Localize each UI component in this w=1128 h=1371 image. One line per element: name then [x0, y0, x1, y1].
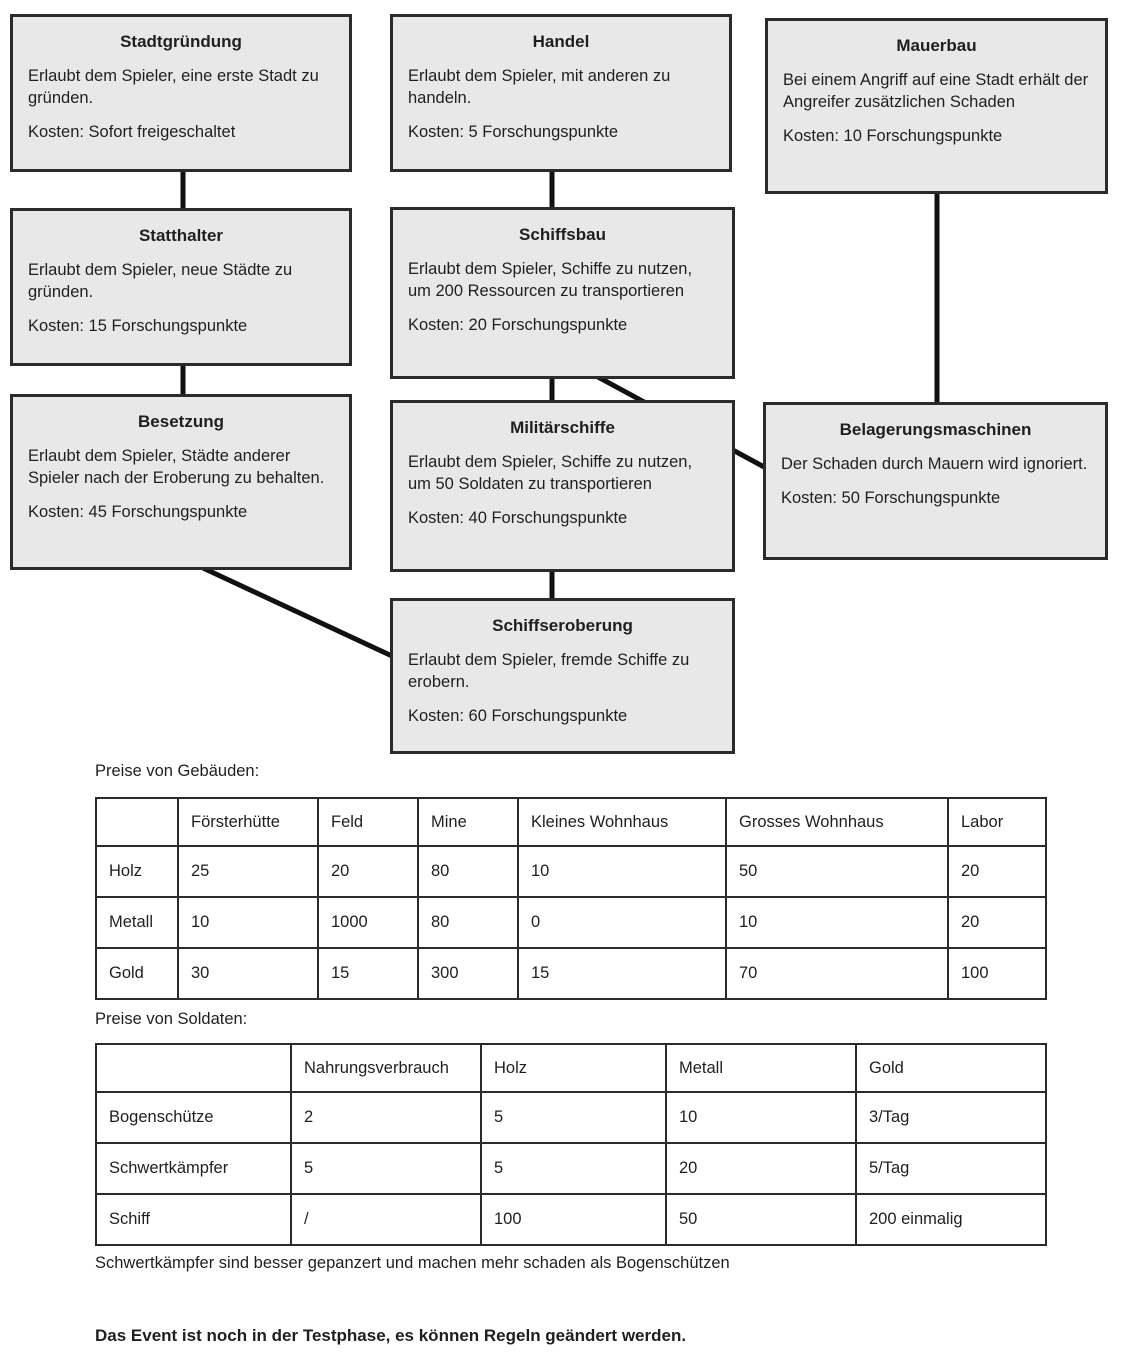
table-cell: 50 [725, 845, 949, 898]
node-cost: Kosten: 60 Forschungspunkte [408, 707, 628, 726]
table-cell: 20 [947, 845, 1047, 898]
column-header [95, 1043, 292, 1093]
node-cost: Kosten: 40 Forschungspunkte [408, 509, 628, 528]
node-description: Erlaubt dem Spieler, Schiffe zu nutzen, … [408, 453, 693, 494]
node-cost: Kosten: 5 Forschungspunkte [408, 123, 619, 142]
node-description: Erlaubt dem Spieler, eine erste Stadt zu… [28, 67, 319, 108]
node-description: Erlaubt dem Spieler, Städte anderer Spie… [28, 447, 325, 488]
table-cell: 3/Tag [855, 1091, 1047, 1144]
node-title: Mauerbau [896, 36, 977, 55]
node-title: Schiffseroberung [492, 616, 633, 635]
node-title: Schiffsbau [519, 225, 606, 244]
node-title: Handel [532, 32, 590, 51]
table-cell: 5 [480, 1142, 667, 1195]
node-title: Statthalter [138, 226, 224, 245]
node-description: Erlaubt dem Spieler, Schiffe zu nutzen, … [408, 260, 693, 301]
node-title: Militärschiffe [510, 418, 615, 437]
node-description: Erlaubt dem Spieler, fremde Schiffe zu e… [408, 651, 690, 692]
node-title: Belagerungsmaschinen [839, 420, 1032, 439]
node-description: Erlaubt dem Spieler, mit anderen zu hand… [408, 67, 671, 108]
column-header [95, 797, 179, 847]
node-cost: Kosten: 10 Forschungspunkte [783, 127, 1003, 146]
table-cell: 10 [665, 1091, 857, 1144]
table-cell: 80 [417, 896, 519, 949]
column-header: Kleines Wohnhaus [517, 797, 727, 847]
column-header: Gold [855, 1043, 1047, 1093]
edge-besetzung-to-schiffseroberung [201, 565, 394, 659]
table-cell: 10 [177, 896, 319, 949]
column-header: Mine [417, 797, 519, 847]
table-cell: 80 [417, 845, 519, 898]
node-title: Besetzung [138, 412, 224, 431]
table-cell: 2 [290, 1091, 482, 1144]
table-cell: 0 [517, 896, 727, 949]
row-label: Metall [95, 896, 179, 949]
table-cell: 100 [947, 947, 1047, 1000]
table-cell: 20 [665, 1142, 857, 1195]
table-cell: 5 [290, 1142, 482, 1195]
soldiers-table-label: Preise von Soldaten: [95, 1010, 248, 1028]
table-cell: 5/Tag [855, 1142, 1047, 1195]
table-cell: 300 [417, 947, 519, 1000]
table-cell: 5 [480, 1091, 667, 1144]
node-cost: Kosten: 15 Forschungspunkte [28, 317, 248, 336]
buildings-table-label: Preise von Gebäuden: [95, 762, 260, 780]
table-cell: 10 [517, 845, 727, 898]
node-description: Bei einem Angriff auf eine Stadt erhält … [783, 71, 1089, 112]
column-header: Försterhütte [177, 797, 319, 847]
table-cell: 20 [947, 896, 1047, 949]
column-header: Nahrungsverbrauch [290, 1043, 482, 1093]
table-cell: 25 [177, 845, 319, 898]
table-cell: 30 [177, 947, 319, 1000]
table-cell: 10 [725, 896, 949, 949]
row-label: Bogenschütze [95, 1091, 292, 1144]
node-cost: Kosten: 50 Forschungspunkte [781, 489, 1001, 508]
row-label: Schwertkämpfer [95, 1142, 292, 1195]
row-label: Schiff [95, 1193, 292, 1246]
node-description: Erlaubt dem Spieler, neue Städte zu grün… [28, 261, 293, 302]
node-cost: Kosten: Sofort freigeschaltet [28, 123, 236, 142]
table-cell: 50 [665, 1193, 857, 1246]
row-label: Gold [95, 947, 179, 1000]
table-cell: 100 [480, 1193, 667, 1246]
node-cost: Kosten: 45 Forschungspunkte [28, 503, 248, 522]
table-cell: 15 [517, 947, 727, 1000]
table-cell: 15 [317, 947, 419, 1000]
table-cell: 20 [317, 845, 419, 898]
table-cell: 1000 [317, 896, 419, 949]
node-cost: Kosten: 20 Forschungspunkte [408, 316, 628, 335]
table-cell: / [290, 1193, 482, 1246]
table-cell: 70 [725, 947, 949, 1000]
column-header: Grosses Wohnhaus [725, 797, 949, 847]
soldiers-note: Schwertkämpfer sind besser gepanzert und… [95, 1254, 730, 1272]
column-header: Holz [480, 1043, 667, 1093]
column-header: Feld [317, 797, 419, 847]
node-description: Der Schaden durch Mauern wird ignoriert. [781, 455, 1088, 473]
column-header: Labor [947, 797, 1047, 847]
row-label: Holz [95, 845, 179, 898]
node-title: Stadtgründung [120, 32, 242, 51]
test-phase-notice: Das Event ist noch in der Testphase, es … [95, 1326, 687, 1345]
table-cell: 200 einmalig [855, 1193, 1047, 1246]
column-header: Metall [665, 1043, 857, 1093]
